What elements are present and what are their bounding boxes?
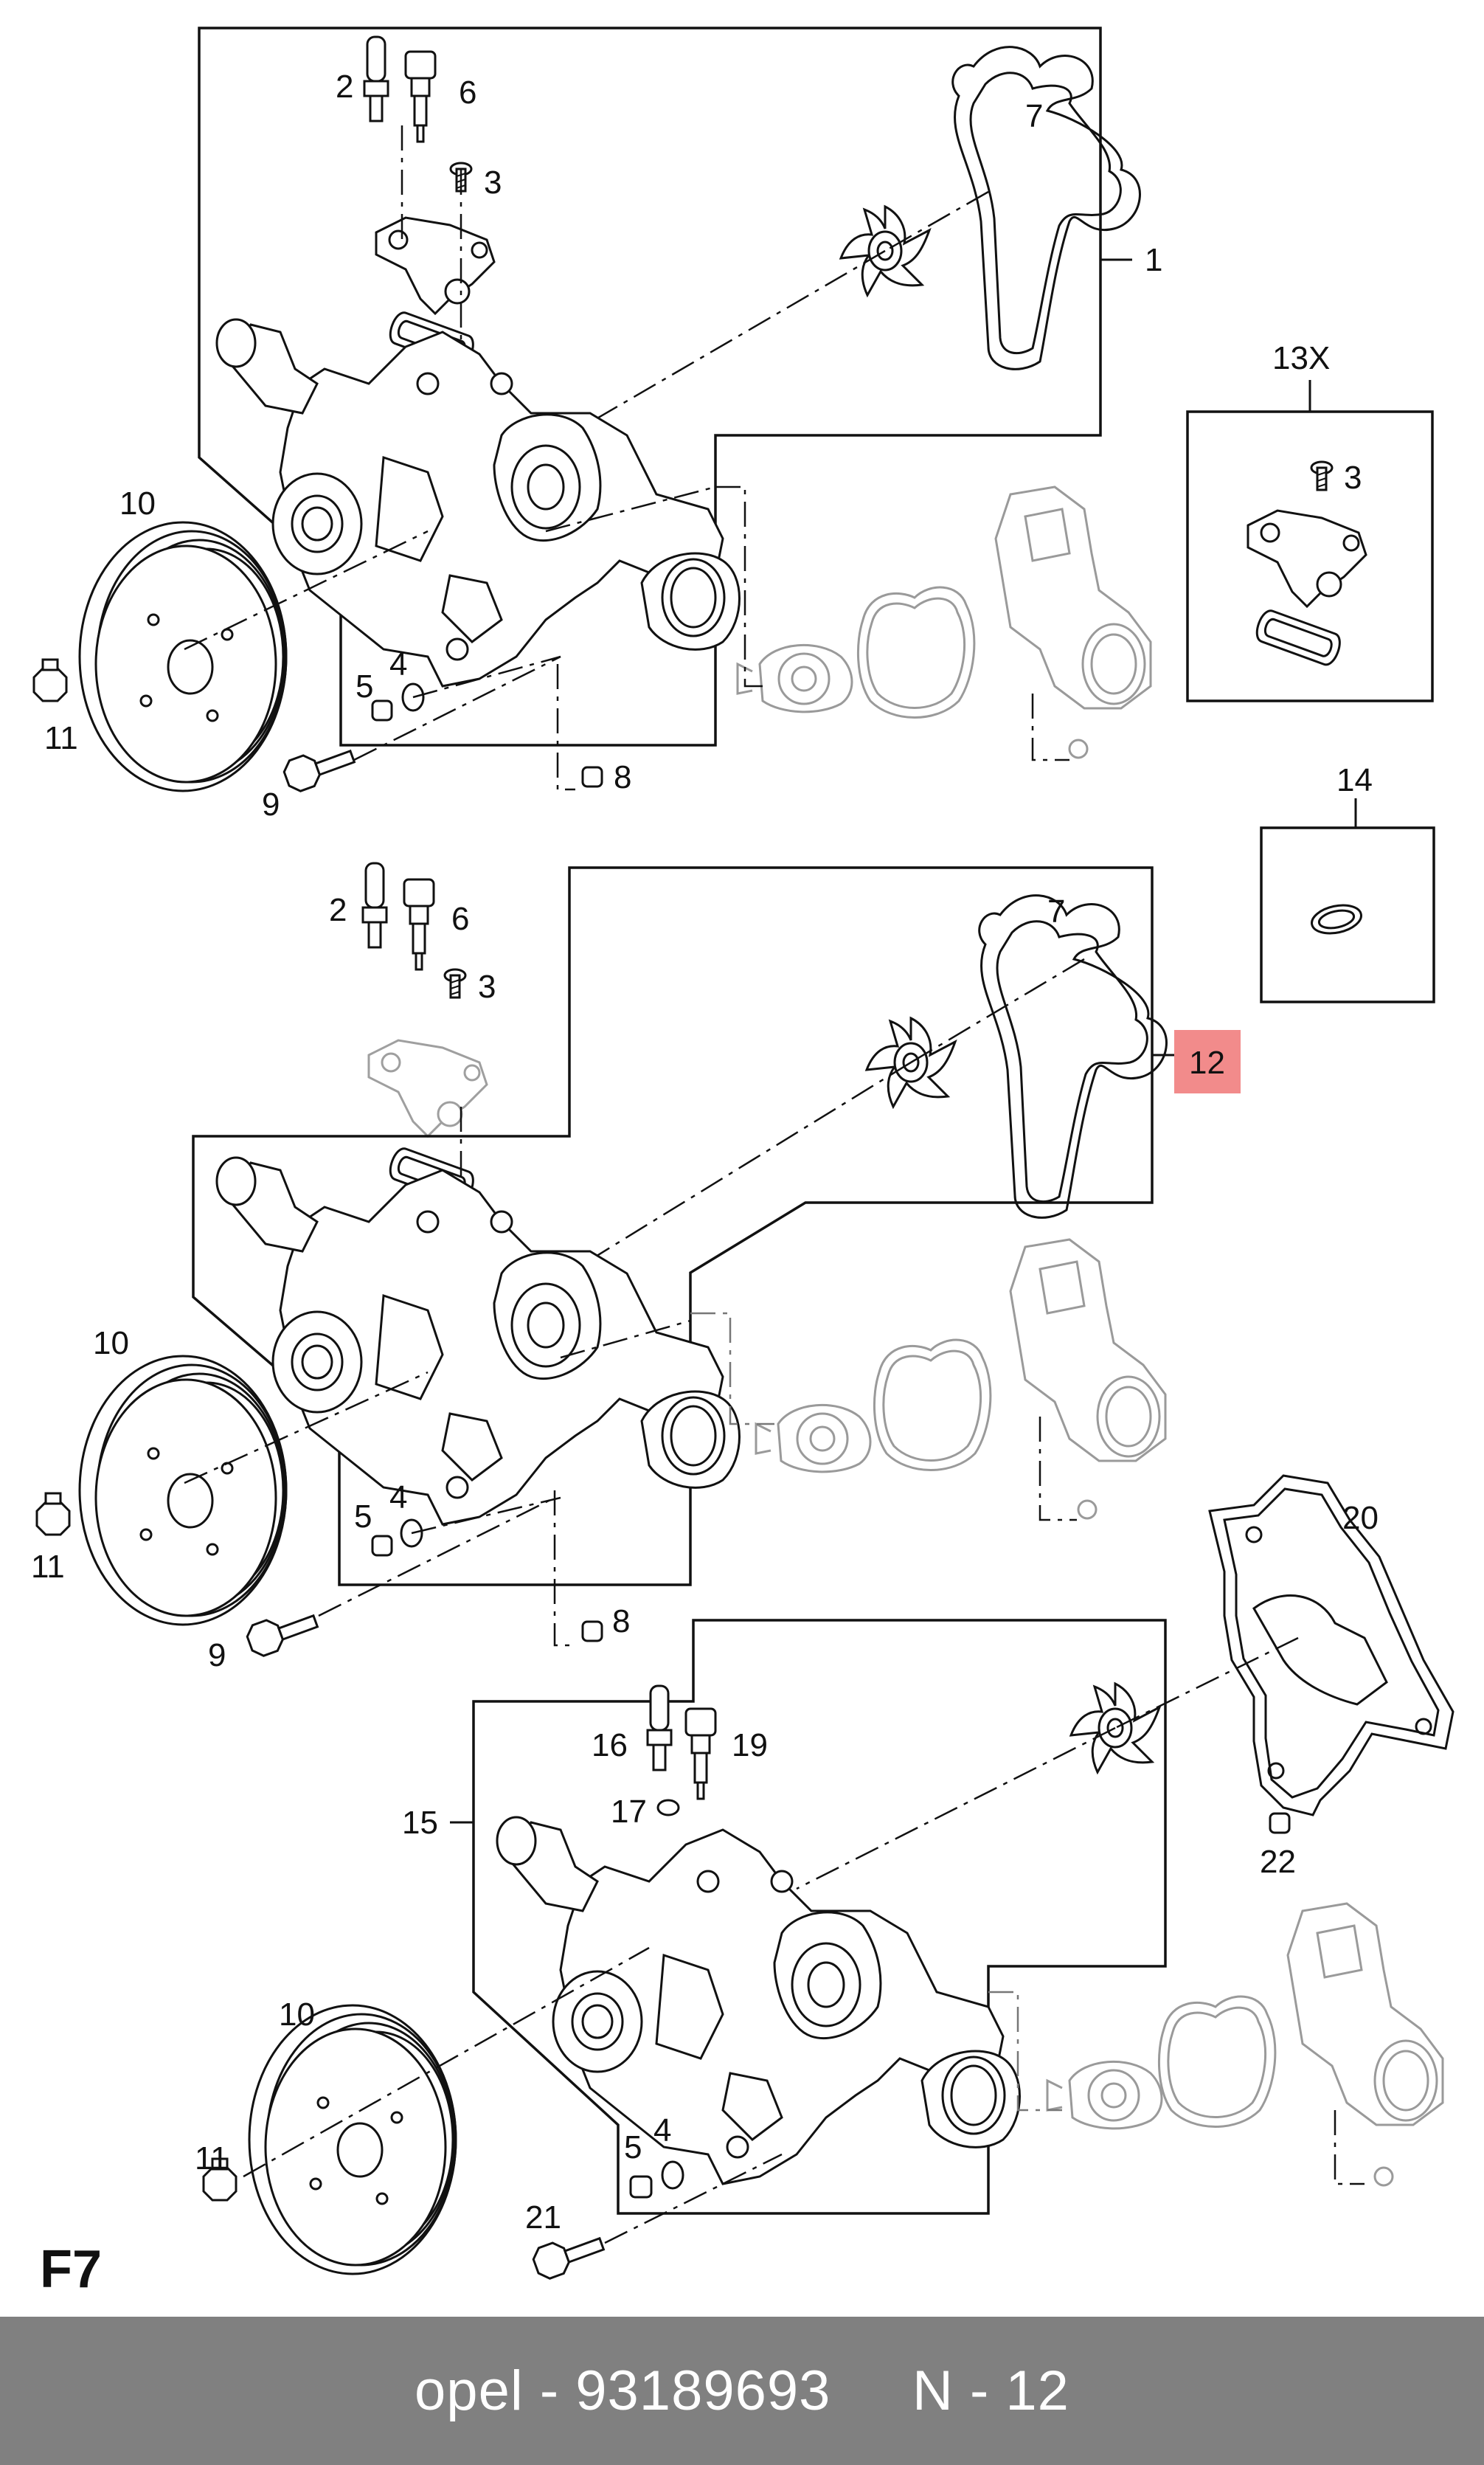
kit-14: 14 [1260, 762, 1435, 1003]
label-2-mid: 2 [329, 892, 347, 928]
temp-sensor-6 [404, 50, 437, 143]
kit-13x-label-3: 3 [1344, 460, 1362, 496]
assembly-1-frame [198, 27, 1102, 747]
bolt-9-mid [246, 1614, 319, 1657]
bracket-ghost-mid [367, 1039, 488, 1138]
footer-bar: opel - 93189693 N - 12 [0, 2317, 1484, 2465]
gasket-7-mid [978, 894, 1168, 1219]
seal-17 [656, 1799, 680, 1816]
label-15: 15 [402, 1805, 438, 1841]
label-7: 7 [1025, 98, 1043, 134]
seal-ring-ghost [856, 586, 976, 719]
seal-ring-ghost-mid [873, 1338, 992, 1471]
thermostat-ghost-bottom [1046, 2060, 1163, 2130]
label-2: 2 [336, 69, 353, 105]
sensor-6-mid [403, 878, 435, 971]
dowel-8 [581, 766, 603, 788]
label-9: 9 [262, 786, 280, 823]
stud-16 [646, 1684, 673, 1771]
bolt-9-top [282, 749, 356, 792]
screw-3-mid [443, 968, 467, 999]
label-4-mid: 4 [389, 1479, 407, 1515]
label-5: 5 [356, 668, 373, 705]
stud-2 [363, 35, 389, 122]
label-19: 19 [732, 1727, 768, 1763]
gasket-7 [951, 46, 1141, 370]
o-ring-14 [1311, 904, 1362, 935]
footer-spacer [831, 2359, 912, 2422]
label-22: 22 [1260, 1844, 1296, 1880]
highlight-12 [1174, 1030, 1241, 1093]
washer-4-bottom [661, 2160, 684, 2190]
label-6: 6 [459, 75, 476, 111]
label-10: 10 [119, 485, 156, 522]
plug-5 [371, 699, 393, 722]
label-10-bottom: 10 [279, 1996, 315, 2033]
footer-brand: opel [415, 2359, 524, 2422]
bolt-11-mid [35, 1492, 71, 1536]
housing-ghost-mid [1009, 1238, 1167, 1462]
figure-id: F7 [40, 2240, 102, 2299]
bolt-21 [532, 2236, 606, 2280]
bracket [375, 216, 496, 315]
label-21: 21 [525, 2199, 561, 2236]
housing-ghost-bottom [1286, 1902, 1444, 2126]
label-3-mid: 3 [478, 969, 496, 1005]
label-11: 11 [44, 720, 78, 756]
seal-ring-ghost-bottom [1157, 1995, 1277, 2128]
footer-separator: - [523, 2359, 576, 2422]
label-4: 4 [389, 646, 407, 682]
label-11-bottom: 11 [195, 2140, 229, 2177]
plug-5-mid [371, 1535, 393, 1557]
label-17: 17 [611, 1794, 647, 1830]
sensor-19 [684, 1707, 717, 1800]
pulley-10-top [78, 521, 288, 792]
label-3: 3 [484, 165, 502, 201]
label-7-mid: 7 [1047, 893, 1065, 930]
panel-middle: 12 7 2 6 3 10 11 5 4 8 [31, 862, 1241, 1673]
label-5-bottom: 5 [624, 2129, 642, 2165]
water-pump-mid [215, 1156, 741, 1526]
assembly-12-frame [192, 866, 1154, 1586]
dowel-22 [1269, 1812, 1291, 1834]
panel-top: 1 7 2 6 3 10 11 5 4 8 [32, 27, 1162, 823]
pulley-10-mid [78, 1355, 288, 1626]
water-pump-bottom [496, 1816, 1021, 2185]
kit-13x: 13X 3 [1186, 340, 1434, 702]
kit-13x-screw-3 [1310, 460, 1334, 491]
label-13x: 13X [1272, 340, 1330, 376]
plug-5-bottom [629, 2175, 653, 2199]
dowel-8-mid [581, 1620, 603, 1642]
panel-bottom: 15 20 22 16 19 17 10 11 [195, 1474, 1454, 2280]
kit-13x-bracket [1247, 509, 1367, 608]
label-10-mid: 10 [93, 1325, 129, 1361]
thermostat-ghost [736, 643, 853, 713]
pulley-10-bottom [248, 2004, 457, 2275]
label-8: 8 [614, 759, 631, 795]
exploded-parts-diagram: 1 7 2 6 3 10 11 5 4 8 [31, 27, 1454, 2299]
label-14: 14 [1336, 762, 1373, 798]
label-5-mid: 5 [354, 1498, 372, 1535]
water-pump-top [215, 318, 741, 688]
label-6-mid: 6 [451, 901, 469, 937]
stud-2-mid [361, 862, 388, 949]
gasket-20 [1208, 1474, 1454, 1816]
label-1: 1 [1145, 242, 1162, 278]
label-16: 16 [592, 1727, 628, 1763]
bolt-11-top [32, 658, 68, 702]
label-20: 20 [1342, 1500, 1379, 1536]
housing-ghost [994, 485, 1152, 710]
footer-text: opel - 93189693 N - 12 [415, 2359, 1069, 2423]
label-8-mid: 8 [612, 1603, 630, 1639]
footer-part-number: 93189693 [575, 2359, 831, 2422]
kit-14-frame [1260, 826, 1435, 1003]
thermostat-ghost-mid [755, 1403, 872, 1473]
label-9-mid: 9 [208, 1637, 226, 1673]
label-11-mid: 11 [31, 1549, 65, 1585]
footer-ref: N - 12 [912, 2359, 1069, 2422]
assembly-15-frame [472, 1619, 1167, 2215]
kit-13x-gasket [1252, 606, 1345, 668]
label-12: 12 [1189, 1045, 1225, 1081]
label-4-bottom: 4 [653, 2112, 671, 2148]
